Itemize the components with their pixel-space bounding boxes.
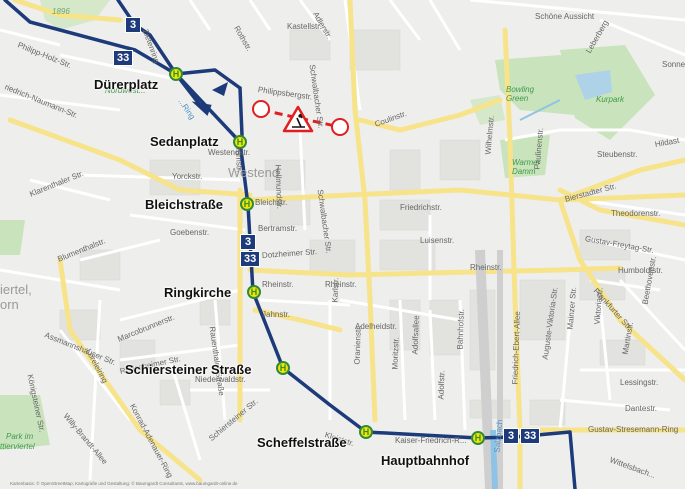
street-label: Gustav-Stresemann-Ring [588, 425, 679, 434]
railway [475, 249, 495, 489]
pond [575, 70, 612, 100]
year-label: 1896 [52, 7, 70, 16]
stop-label-scheffelstrasse[interactable]: Scheffelstraße [257, 435, 347, 450]
line-33-badge[interactable]: 33 [240, 251, 261, 267]
stop-label-bleichstrasse[interactable]: Bleichstraße [145, 197, 224, 212]
street-label: Sonne [662, 60, 685, 69]
line-3-badge[interactable]: 3 [125, 17, 141, 33]
stop-label-sedanplatz[interactable]: Sedanplatz [150, 134, 219, 149]
district-label: Westend [228, 165, 280, 180]
street-label: Kaiser-Friedrich-R... [395, 436, 467, 445]
stream [519, 99, 561, 121]
street-label: Adelheidstr. [355, 322, 397, 331]
park-label: Nordwest... [105, 86, 146, 95]
park-label: Bowling Green [506, 85, 535, 103]
line-33-badge[interactable]: 33 [520, 428, 541, 444]
street-label: Oranienstr. [352, 325, 363, 365]
map-attribution: Kartenbasis: © OpenStreetMap; Kartografi… [10, 481, 238, 486]
street-label: Rheinstr. [470, 263, 502, 272]
street-label: Moritzstr. [390, 336, 401, 370]
park-area [0, 220, 25, 255]
major-streets [7, 0, 685, 489]
street-label: Kastellstr. [287, 22, 322, 31]
bus-stop-icon[interactable]: H [247, 285, 261, 299]
street-label: Yorckstr. [172, 172, 203, 181]
closure-end-icon [331, 118, 349, 136]
district-label: orn [0, 297, 19, 312]
street-label: Schöne Aussicht [535, 12, 595, 21]
line-3-badge[interactable]: 3 [503, 428, 519, 444]
street-label: Dantestr. [625, 404, 658, 413]
street-label: Westendstr. [208, 148, 251, 157]
direction-arrow-icon [191, 101, 212, 116]
street-label: Adolfsallee [410, 315, 421, 355]
street-label: Steubenstr. [597, 150, 638, 159]
street-label: Humboldtstr. [618, 266, 663, 275]
street-label: Adolfstr. [436, 370, 447, 400]
park-label: Kurpark [596, 95, 625, 104]
park-label: Park im [6, 432, 34, 441]
park-area [0, 395, 50, 450]
street-label: Luisenstr. [420, 236, 455, 245]
street-label: Jahnstr. [262, 310, 291, 319]
street-label: Bahnhofstr. [455, 308, 466, 350]
bus-stop-icon[interactable]: H [359, 425, 373, 439]
bus-stop-icon[interactable]: H [169, 67, 183, 81]
street-label: Friedrichstr. [400, 203, 442, 212]
line-3-badge[interactable]: 3 [240, 234, 256, 250]
line-33-badge[interactable]: 33 [113, 50, 134, 66]
street-label: Karlstr. [330, 277, 341, 303]
street-label: Bertramstr. [258, 224, 298, 233]
street-label: Rheinstr. [325, 280, 357, 289]
bus-stop-icon[interactable]: H [276, 361, 290, 375]
park-label: ttierviertel [0, 442, 35, 451]
bus-stop-icon[interactable]: H [233, 135, 247, 149]
direction-arrow-icon [212, 82, 228, 96]
bus-stop-icon[interactable]: H [471, 431, 485, 445]
street-label: Lessingstr. [620, 378, 659, 387]
stop-label-schiersteiner-strasse[interactable]: Schiersteiner Straße [125, 362, 252, 377]
bus-stop-icon[interactable]: H [240, 197, 254, 211]
street-label: Goebenstr. [170, 228, 210, 237]
street-label: Bleichstr. [255, 198, 288, 207]
street-label: Niederwaldstr. [195, 375, 246, 384]
roadworks-warning-icon [282, 105, 314, 133]
street-label: Theodorenstr. [611, 209, 661, 218]
stop-label-ringkirche[interactable]: Ringkirche [164, 285, 232, 300]
street-label: Rheinstr. [262, 280, 294, 289]
stop-label-hauptbahnhof[interactable]: Hauptbahnhof [381, 453, 470, 468]
closure-start-icon [252, 100, 270, 118]
salzbach-stream [490, 429, 498, 489]
park-label: Warmer Damm [512, 158, 541, 176]
stop-label-duererplatz[interactable]: Dürerplatz [94, 77, 159, 92]
district-label: iertel, [0, 282, 32, 297]
